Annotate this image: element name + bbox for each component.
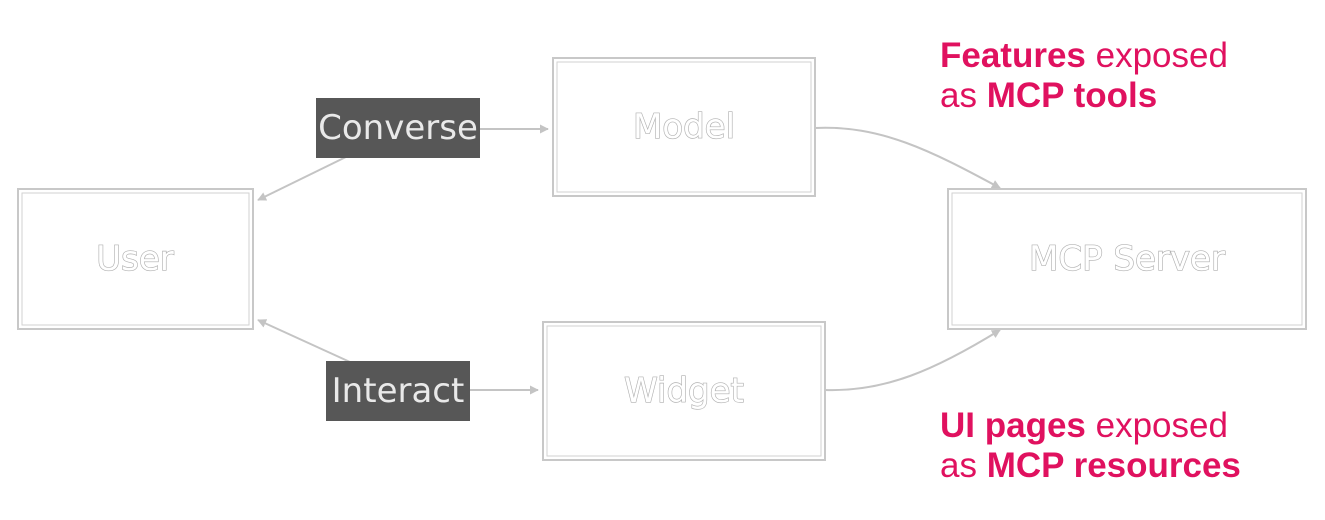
annotation-resources-line-2: as MCP resources [940, 446, 1241, 486]
node-mcp-server: MCP Server [947, 188, 1307, 330]
annotation-resources-text-as: as [940, 446, 987, 485]
node-model-label: Model [633, 107, 735, 147]
annotation-tools-text-exposed: exposed [1085, 36, 1228, 75]
node-user-label: User [96, 239, 174, 279]
node-widget: Widget [542, 321, 826, 461]
node-widget-label: Widget [624, 371, 744, 411]
edge-label-converse: Converse [316, 98, 480, 158]
edge-label-interact: Interact [326, 361, 470, 421]
annotation-tools-line-1: Features exposed [940, 36, 1228, 76]
annotation-mcp-resources: UI pages exposed as MCP resources [940, 406, 1241, 486]
annotation-mcp-tools: Features exposed as MCP tools [940, 36, 1228, 116]
annotation-resources-highlight-ui-pages: UI pages [940, 406, 1086, 445]
annotation-tools-text-as: as [940, 76, 987, 115]
annotation-tools-line-2: as MCP tools [940, 76, 1228, 116]
edge-converse-to-user [257, 154, 351, 201]
edge-label-converse-text: Converse [318, 108, 478, 148]
annotation-resources-highlight-mcp-resources: MCP resources [986, 446, 1241, 485]
annotation-tools-highlight-features: Features [940, 36, 1086, 75]
edge-widget-to-mcp-server [824, 329, 1001, 392]
annotation-resources-line-1: UI pages exposed [940, 406, 1241, 446]
node-mcp-server-label: MCP Server [1029, 239, 1225, 279]
annotation-tools-highlight-mcp-tools: MCP tools [986, 76, 1158, 115]
node-user: User [17, 188, 254, 330]
edge-interact-to-user [257, 319, 351, 363]
node-model: Model [552, 57, 816, 197]
edge-model-to-mcp-server [814, 126, 1001, 189]
annotation-resources-text-exposed: exposed [1085, 406, 1228, 445]
edge-label-interact-text: Interact [332, 371, 465, 411]
